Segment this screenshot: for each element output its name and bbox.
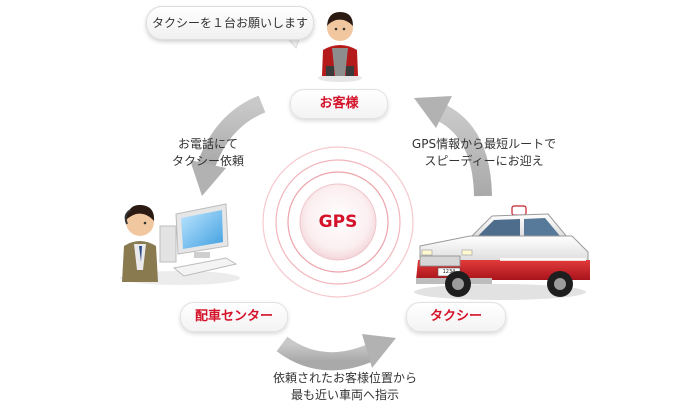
customer-speech-bubble: タクシーを１台お願いします (146, 6, 314, 40)
step-note-dispatch-instruction: 依頼されたお客様位置から 最も近い車両へ指示 (250, 370, 440, 404)
operator-computer-illustration (120, 203, 240, 285)
step-note-phone-line2: タクシー依頼 (171, 154, 244, 168)
arrow-customer-to-center (190, 95, 266, 196)
gps-hub-label: GPS (318, 212, 358, 232)
taxi-car-illustration (414, 205, 590, 300)
step-note-dispatch-line1: 依頼されたお客様位置から (272, 371, 417, 385)
node-customer: お客様 (290, 89, 388, 119)
step-note-phone-request: お電話にて タクシー依頼 (158, 136, 258, 170)
customer-person-illustration (318, 12, 362, 82)
gps-signal-rings (262, 146, 414, 298)
gps-hub-circle (299, 183, 377, 261)
step-note-gps-line1: GPS情報から最短ルートで (411, 137, 557, 151)
taxi-license-plate: 1234 (442, 269, 456, 275)
node-taxi: タクシー (406, 302, 506, 332)
step-note-gps-pickup: GPS情報から最短ルートで スピーディーにお迎え (392, 136, 576, 170)
step-note-gps-line2: スピーディーにお迎え (424, 154, 544, 168)
step-note-phone-line1: お電話にて (177, 137, 238, 151)
arrow-center-to-taxi (276, 334, 396, 371)
step-note-dispatch-line2: 最も近い車両へ指示 (290, 388, 399, 402)
node-dispatch-center: 配車センター (180, 302, 288, 332)
arrow-taxi-to-customer (414, 96, 492, 197)
